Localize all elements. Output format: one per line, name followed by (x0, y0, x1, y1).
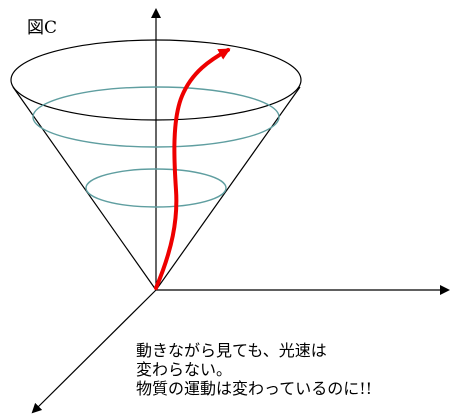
cone-ring-upper (32, 86, 280, 148)
cone-right-side (155, 86, 301, 291)
y-axis (31, 289, 157, 414)
worldline-arrow (154, 48, 231, 290)
caption-line-3: 物質の運動は変わっているのに!! (136, 379, 373, 398)
figure-label: 図C (27, 18, 58, 38)
cone-top-ellipse (10, 39, 302, 121)
caption: 動きながら見ても、光速は 変わらない。 物質の運動は変わっているのに!! (136, 341, 372, 398)
cone-ring-lower (85, 168, 227, 208)
cone-left-side (12, 86, 157, 291)
caption-line-1: 動きながら見ても、光速は (136, 341, 327, 360)
caption-line-2: 変わらない。 (136, 360, 233, 379)
